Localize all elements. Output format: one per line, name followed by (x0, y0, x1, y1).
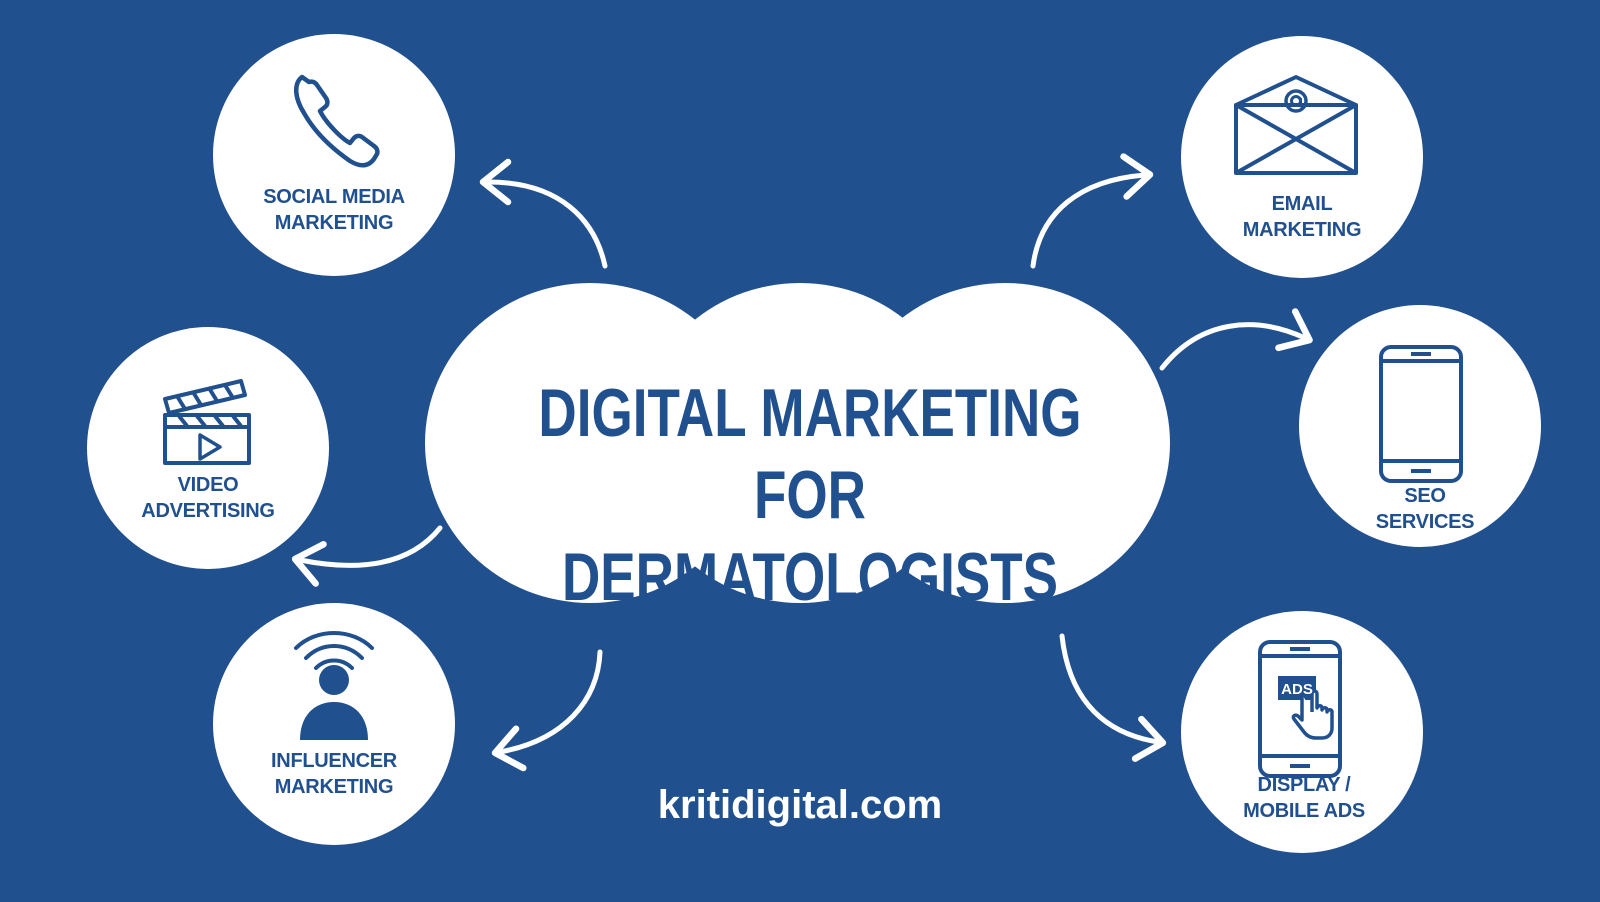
website-url: kritidigital.com (657, 783, 943, 827)
seo-label-line-1: SEO (1404, 485, 1446, 507)
arrow-to-email (1030, 153, 1154, 269)
social-media-label-line-1: SOCIAL MEDIA (263, 186, 405, 208)
email-circle (1181, 36, 1423, 278)
ads-badge-text: ADS (1281, 681, 1313, 698)
social-media-label: SOCIAL MEDIA MARKETING (234, 184, 434, 236)
seo-circle (1299, 305, 1541, 547)
email-label-line-2: MARKETING (1242, 219, 1362, 241)
title-line-1: DIGITAL MARKETING FOR (538, 375, 1082, 533)
video-advertising-label-line-2: ADVERTISING (141, 500, 275, 522)
social-media-label-line-2: MARKETING (274, 212, 394, 234)
clapperboard-icon (163, 379, 251, 465)
arrow-to-seo (1159, 308, 1313, 371)
seo-label-line-2: SERVICES (1375, 511, 1475, 533)
envelope-icon (1234, 75, 1358, 175)
arrow-to-social (479, 158, 608, 269)
influencer-label-line-2: MARKETING (274, 776, 394, 798)
phone-icon (294, 74, 380, 168)
seo-label: SEO SERVICES (1325, 483, 1525, 535)
video-advertising-circle (87, 327, 329, 569)
video-advertising-label-line-1: VIDEO (177, 474, 239, 496)
center-cloud (425, 283, 1170, 603)
display-ads-label: DISPLAY / MOBILE ADS (1204, 772, 1404, 824)
video-advertising-label: VIDEO ADVERTISING (108, 472, 308, 524)
email-label: EMAIL MARKETING (1202, 191, 1402, 243)
email-label-line-1: EMAIL (1271, 193, 1333, 215)
arrow-to-display (1059, 633, 1167, 762)
title-line-2: DERMATOLOGISTS (561, 539, 1059, 615)
smartphone-icon (1379, 345, 1463, 483)
influencer-icon (294, 631, 374, 740)
influencer-label-line-1: INFLUENCER (271, 750, 397, 772)
display-ads-label-line-1: DISPLAY / (1257, 774, 1351, 796)
arrow-to-influencer (491, 649, 603, 772)
page-title: DIGITAL MARKETING FOR DERMATOLOGISTS (537, 372, 1083, 618)
influencer-label: INFLUENCER MARKETING (234, 748, 434, 800)
mobile-ads-icon: ADS (1258, 640, 1342, 778)
arrow-to-video (291, 525, 443, 587)
display-ads-label-line-2: MOBILE ADS (1243, 800, 1365, 822)
social-media-circle (213, 34, 455, 276)
